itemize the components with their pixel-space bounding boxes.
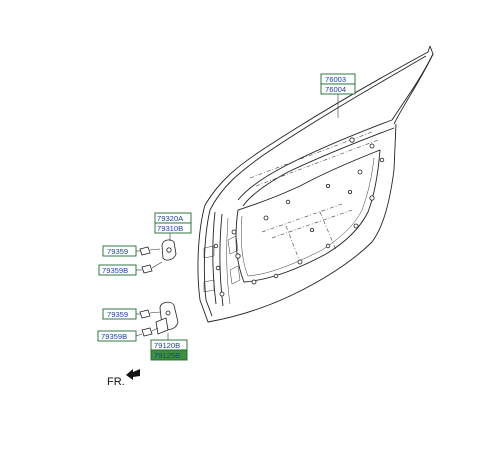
lower-hinge-bolt-b <box>141 327 159 337</box>
label-upper-hinge-bottom[interactable]: 79310B <box>154 222 192 234</box>
label-lower-hinge-bottom[interactable]: 79125B <box>150 349 188 361</box>
panel-holes <box>213 137 385 297</box>
label-upper-bolt-a-text: 79359 <box>107 247 128 256</box>
label-lower-bolt-b-text: 79359B <box>101 332 127 341</box>
label-lower-bolt-a-text: 79359 <box>107 310 128 319</box>
label-upper-bolt-a[interactable]: 79359 <box>102 245 137 257</box>
label-lower-hinge-top[interactable]: 79120B <box>150 339 188 351</box>
label-lower-hinge-bottom-text: 79125B <box>154 351 180 360</box>
leader-lines <box>135 93 339 337</box>
label-door-bottom[interactable]: 76004 <box>320 83 356 95</box>
fr-label: FR. <box>107 376 125 388</box>
lower-hinge-bolt-a <box>139 309 161 319</box>
upper-hinge-bolt-b <box>141 261 163 274</box>
label-door-bottom-text: 76004 <box>325 85 346 94</box>
label-lower-bolt-b[interactable]: 79359B <box>97 330 137 342</box>
label-lower-hinge-top-text: 79120B <box>154 341 180 350</box>
label-upper-hinge-top-text: 79320A <box>157 214 184 223</box>
upper-hinge-bolt-a <box>139 246 161 256</box>
label-upper-hinge-top[interactable]: 79320A <box>154 212 192 224</box>
label-door-top[interactable]: 76003 <box>320 73 356 85</box>
label-upper-hinge-bottom-text: 79310B <box>157 224 183 233</box>
label-lower-bolt-a[interactable]: 79359 <box>102 308 137 320</box>
label-upper-bolt-b-text: 79359B <box>102 266 128 275</box>
label-door-top-text: 76003 <box>325 75 346 84</box>
front-direction-indicator: FR. <box>107 369 140 388</box>
label-upper-bolt-b[interactable]: 79359B <box>98 264 137 276</box>
front-arrow-icon <box>126 369 140 380</box>
upper-hinge <box>161 232 177 261</box>
front-door-panel <box>197 45 434 323</box>
lower-hinge <box>155 301 179 340</box>
